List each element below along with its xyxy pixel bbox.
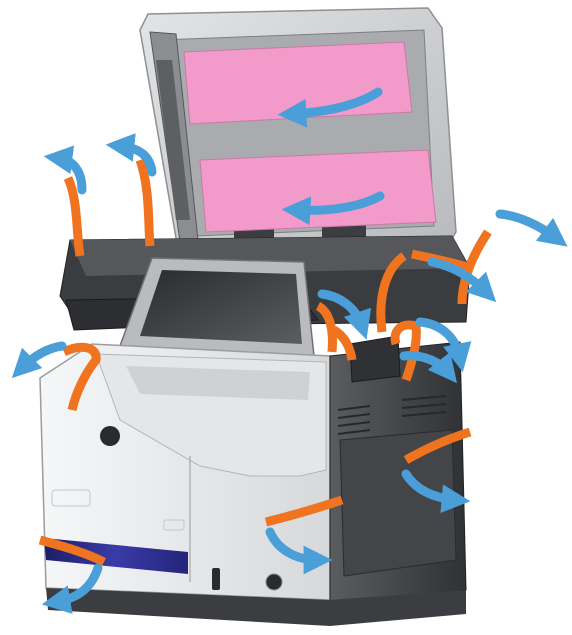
removal-arrow xyxy=(120,146,152,172)
removal-arrow xyxy=(22,346,62,368)
printer-body xyxy=(40,336,466,626)
power-button xyxy=(266,574,282,590)
protective-sheet-lower xyxy=(200,150,436,232)
removal-arrow xyxy=(500,214,556,238)
hp-logo xyxy=(100,426,120,446)
control-panel xyxy=(120,258,314,356)
control-panel-screen xyxy=(140,270,302,344)
tape-strip xyxy=(318,306,332,352)
